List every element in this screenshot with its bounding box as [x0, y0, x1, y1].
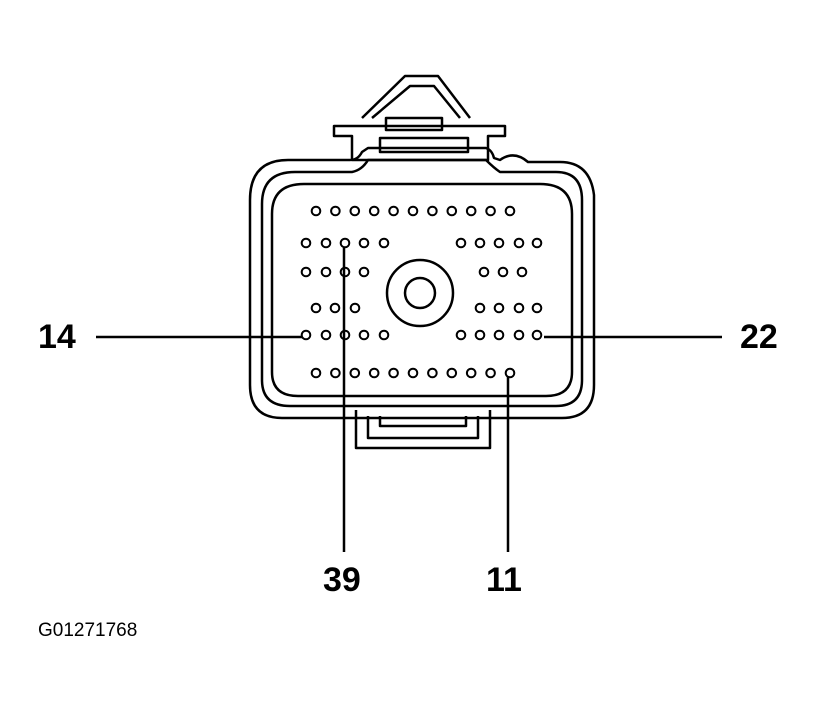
terminal-cavity — [427, 367, 438, 379]
terminal-cavity — [320, 329, 332, 341]
latch-outer — [361, 74, 471, 119]
terminal-cavity — [455, 329, 467, 341]
housing-outer — [248, 146, 596, 420]
callout-39: 39 — [323, 561, 361, 599]
terminal-cavity — [446, 205, 458, 217]
terminal-cavity — [504, 205, 516, 217]
terminal-cavity — [368, 367, 380, 379]
bottom-key — [354, 410, 492, 450]
terminal-cavity — [474, 302, 486, 314]
terminal-cavity — [497, 266, 509, 278]
housing-inner — [260, 158, 584, 408]
bottom-key-inner — [366, 416, 480, 440]
terminal-cavity — [300, 237, 312, 249]
terminal-cavity — [485, 367, 496, 379]
latch-inner — [371, 84, 461, 119]
terminal-cavity — [474, 237, 486, 249]
terminal-cavity — [310, 302, 322, 314]
terminal-cavities — [300, 205, 543, 379]
terminal-cavity — [493, 237, 505, 249]
terminal-cavity — [388, 367, 399, 379]
terminal-cavity — [531, 302, 543, 314]
terminal-cavity — [513, 329, 525, 341]
terminal-cavity — [310, 367, 322, 379]
terminal-cavity — [465, 367, 477, 379]
terminal-cavity — [531, 329, 543, 341]
terminal-cavity — [349, 302, 361, 314]
terminal-cavity — [368, 205, 380, 217]
callout-14: 14 — [38, 318, 76, 356]
terminal-cavity — [465, 205, 477, 217]
terminal-cavity — [358, 237, 370, 249]
terminal-cavity — [531, 237, 543, 249]
center-boss-outer — [385, 258, 455, 328]
center-boss-inner — [403, 276, 437, 310]
terminal-cavity — [485, 205, 496, 217]
terminal-cavity — [513, 302, 525, 314]
terminal-cavity — [330, 367, 341, 379]
terminal-cavity — [300, 266, 312, 278]
terminal-cavity — [493, 329, 505, 341]
terminal-cavity — [427, 205, 438, 217]
terminal-cavity — [513, 237, 525, 249]
terminal-cavity — [300, 329, 312, 341]
terminal-cavity — [407, 205, 419, 217]
terminal-cavity — [329, 302, 341, 314]
latch-slot — [378, 136, 470, 154]
terminal-cavity — [446, 367, 458, 379]
terminal-cavity — [504, 367, 516, 379]
terminal-cavity — [349, 205, 361, 217]
terminal-cavity — [349, 367, 361, 379]
terminal-cavity — [320, 237, 332, 249]
terminal-cavity — [493, 302, 505, 314]
terminal-cavity — [339, 237, 351, 249]
terminal-cavity — [455, 237, 467, 249]
terminal-cavity — [388, 205, 399, 217]
figure-id: G01271768 — [38, 620, 138, 641]
terminal-cavity — [407, 367, 419, 379]
terminal-face — [270, 182, 574, 398]
terminal-cavity — [378, 237, 390, 249]
terminal-cavity — [478, 266, 490, 278]
terminal-cavity — [378, 329, 390, 341]
terminal-cavity — [310, 205, 322, 217]
terminal-cavity — [358, 266, 370, 278]
bottom-key-lip — [378, 416, 468, 428]
callout-22: 22 — [740, 318, 778, 356]
latch-base — [332, 124, 507, 162]
callout-11: 11 — [486, 561, 522, 599]
terminal-cavity — [516, 266, 528, 278]
terminal-cavity — [330, 205, 341, 217]
terminal-cavity — [474, 329, 486, 341]
terminal-cavity — [358, 329, 370, 341]
latch-window — [384, 116, 444, 132]
terminal-cavity — [320, 266, 332, 278]
